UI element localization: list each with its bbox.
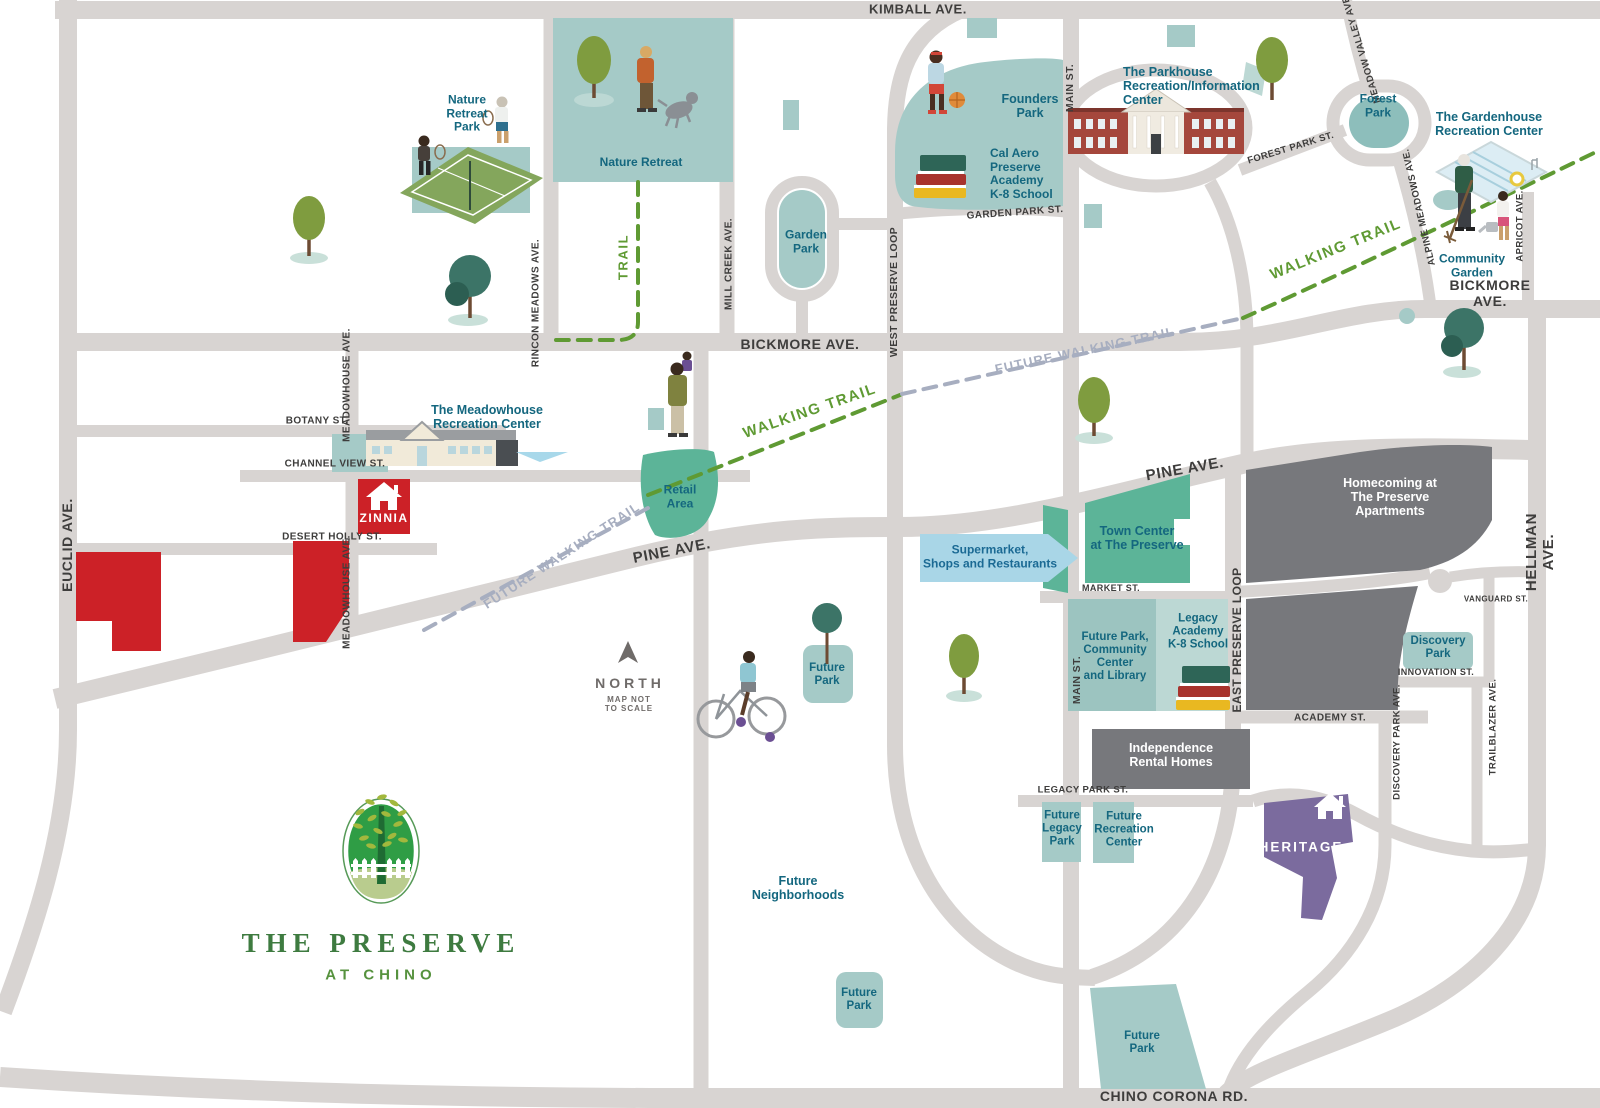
road-forest-park-st [1237,124,1348,176]
north-arrow-icon [618,641,638,663]
gardener-grandpa-icon [1443,154,1475,244]
zone-heritage [1264,794,1353,920]
cyclist-icon [696,651,787,742]
zone-future-park-southeast [1090,984,1206,1089]
road-west-preserve-loop [887,2,1096,986]
tennis-player-right-icon [482,96,509,143]
road-chino-corona [0,1067,1600,1108]
zone-future-park-south [836,972,883,1028]
logo-emblem-icon [342,794,420,904]
meadowhouse-building-icon [366,420,568,466]
zone-homecoming-lower [1246,586,1418,710]
zone-teal-1 [783,100,799,130]
trail-future-left [422,506,650,632]
zone-teal-4 [648,408,664,430]
zone-library [1068,599,1156,711]
road-garden-park-ring [765,176,839,302]
zone-town-center [1085,474,1190,583]
zone-teal-2 [967,18,997,38]
tree-teal-future-park [812,603,842,664]
zone-red-block [76,552,161,651]
heritage-house-icon [1314,793,1346,819]
road-euclid-ave [0,0,77,1016]
trail-walking-center [646,393,902,497]
road-alpine-meadows [1391,153,1437,311]
tree-olive-nature-retreat [574,36,614,107]
dog-walker-icon [637,46,657,112]
cal-aero-books-icon [914,155,966,198]
supermarket-arrow [920,534,1078,582]
tennis-player-left-icon [418,135,446,175]
road-vanguard [1449,566,1538,583]
zone-founders-east-sliver [1084,204,1102,228]
road-bickmore-ave [59,300,1600,351]
zone-homecoming-upper [1246,444,1492,583]
zone-garden-park [779,190,825,288]
tennis-court-illustration [400,96,543,224]
road-forest-park-ring [1326,79,1432,167]
zone-discovery-park [1403,632,1473,669]
tree-olive-center [1075,377,1113,444]
zone-teal-3 [1167,25,1195,47]
stream-icon [516,452,568,462]
trail-walking-right [1241,148,1600,320]
legacy-books-icon [1176,666,1230,710]
zone-retail-area [640,449,719,538]
road-meander [1250,788,1538,859]
dog-icon [657,92,698,129]
road-culdesac [1428,569,1452,593]
zone-independence [1092,729,1250,789]
trails [422,148,1600,632]
tree-olive-1 [290,196,328,264]
trail-nature-retreat [554,180,640,342]
ring-roads [765,176,839,302]
tree-olive-ne [1256,37,1288,100]
tree-olive-south [946,634,982,702]
zone-forest-park [1349,98,1409,148]
zone-teal-dot [1399,308,1415,324]
tree-teal-east [1441,308,1484,378]
zone-red-strip [293,541,349,642]
trees [290,36,1484,702]
trail-future-center [900,316,1245,396]
road-meadow-valley [1340,0,1376,97]
zinnia-house-icon [366,482,402,510]
road-parkhouse-ring [1059,63,1253,193]
zone-community-garden [1433,190,1463,210]
road-hellman-ave [1219,309,1546,1101]
father-child-icon [668,351,692,437]
road-connector-1247-up [1204,178,1254,343]
parkhouse-building-icon [1068,88,1244,154]
gardener-girl-icon [1478,191,1509,240]
road-pine-ave [52,438,1538,709]
zone-future-rec-center [1093,802,1134,863]
road-divider [1232,567,1432,598]
zone-future-park-west [803,645,853,703]
zone-future-legacy-park [1042,802,1081,862]
tree-teal-1 [445,255,491,326]
basketball-player-icon [928,50,965,114]
road-discovery-park-ave [1221,717,1392,1095]
